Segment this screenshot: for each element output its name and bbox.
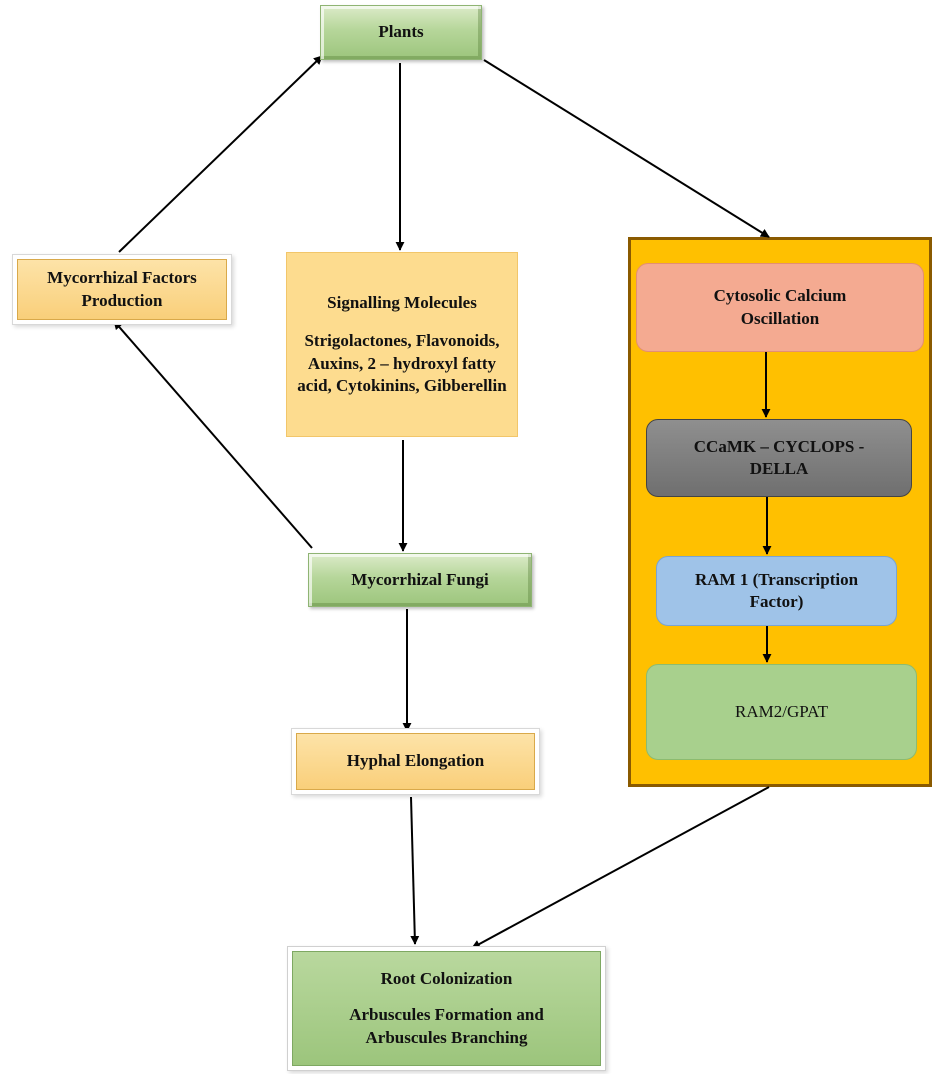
arrow-factors-to-plants bbox=[118, 55, 323, 253]
signalling-molecules: Signalling Molecules Strigolactones, Fla… bbox=[286, 252, 518, 437]
ram2-label: RAM2/GPAT bbox=[735, 701, 828, 721]
arrow-plants-to-calcium-panel bbox=[483, 59, 770, 238]
hyphal-elongation: Hyphal Elongation bbox=[296, 733, 535, 790]
ram1-transcription-factor: RAM 1 (Transcription Factor) bbox=[656, 556, 897, 626]
ram1-label: RAM 1 (Transcription Factor) bbox=[694, 569, 859, 611]
mycorrhizal-fungi: Mycorrhizal Fungi bbox=[308, 553, 532, 607]
ccamk-cyclops-della: CCaMK – CYCLOPS - DELLA bbox=[646, 419, 912, 497]
cytosolic-label: Cytosolic Calcium Oscillation bbox=[713, 286, 847, 328]
plants: Plants bbox=[320, 5, 482, 60]
signalling-molecules-list: Strigolactones, Flavonoids, Auxins, 2 – … bbox=[297, 331, 507, 395]
signalling-molecules-title: Signalling Molecules bbox=[327, 293, 477, 313]
arrow-fungi-to-factors bbox=[113, 320, 313, 549]
ccamk-label: CCaMK – CYCLOPS - DELLA bbox=[693, 436, 865, 478]
arrow-panel-to-root bbox=[471, 786, 770, 949]
mycorrhizal-factors-production: Mycorrhizal Factors Production bbox=[17, 259, 227, 320]
root-colonization-title: Root Colonization bbox=[380, 969, 513, 989]
ram2-gpat: RAM2/GPAT bbox=[646, 664, 917, 760]
arbuscules-formation-text: Arbuscules Formation and Arbuscules Bran… bbox=[349, 1005, 544, 1047]
hyphal-elongation-label: Hyphal Elongation bbox=[346, 751, 485, 771]
cytosolic-calcium-oscillation: Cytosolic Calcium Oscillation bbox=[636, 263, 924, 352]
mycorrhizal-factors-label: Mycorrhizal Factors Production bbox=[47, 268, 197, 310]
root-colonization: Root Colonization Arbuscules Formation a… bbox=[292, 951, 601, 1066]
plants-label: Plants bbox=[378, 22, 424, 42]
mycorrhizal-fungi-label: Mycorrhizal Fungi bbox=[351, 569, 489, 589]
arrow-hyphal-to-root bbox=[410, 796, 420, 945]
